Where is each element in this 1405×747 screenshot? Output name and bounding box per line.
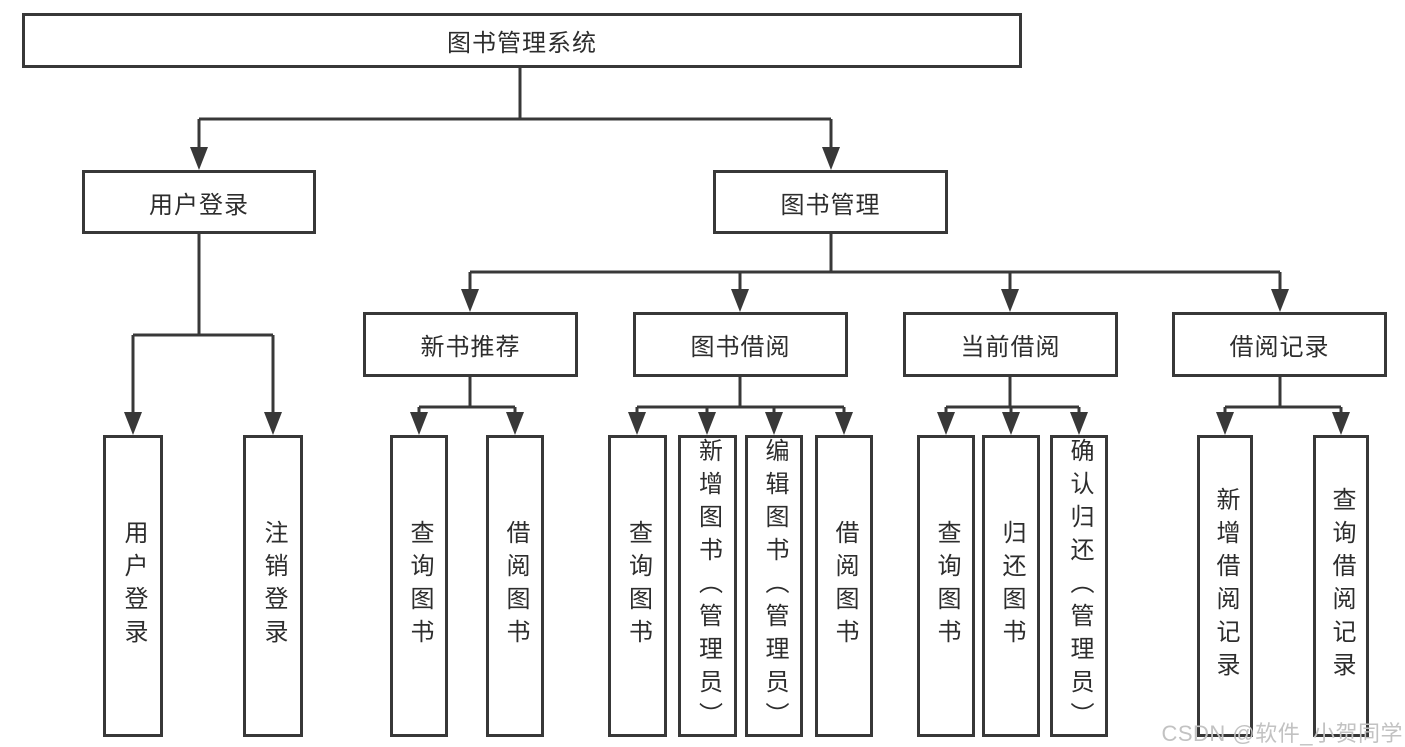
node-new-book-recommend: 新书推荐	[363, 312, 578, 377]
node-label: 借阅图书	[831, 520, 858, 652]
node-bb-borrow-books: 借阅图书	[815, 435, 873, 737]
node-label: 新增图书（管理员）	[694, 437, 722, 735]
node-current-borrow: 当前借阅	[903, 312, 1118, 377]
node-label: 查询借阅记录	[1328, 487, 1355, 685]
node-label: 借阅图书	[502, 520, 529, 652]
node-label: 确认归还（管理员）	[1066, 437, 1093, 735]
node-book-borrow: 图书借阅	[633, 312, 848, 377]
node-logout: 注销登录	[243, 435, 303, 737]
node-br-query-borrow-record: 查询借阅记录	[1313, 435, 1369, 737]
node-nb-query-books: 查询图书	[390, 435, 448, 737]
node-label: 编辑图书（管理员）	[761, 437, 788, 735]
node-label: 图书管理系统	[447, 30, 597, 57]
node-cb-confirm-return-admin: 确认归还（管理员）	[1050, 435, 1108, 737]
node-label: 新书推荐	[420, 334, 521, 361]
node-borrow-record: 借阅记录	[1172, 312, 1387, 377]
node-label: 用户登录	[149, 191, 249, 219]
csdn-watermark: CSDN @软件_小贺同学	[1161, 721, 1403, 746]
node-cb-return-books: 归还图书	[982, 435, 1040, 737]
node-bb-edit-books-admin: 编辑图书（管理员）	[745, 435, 803, 737]
node-book-management: 图书管理	[713, 170, 948, 234]
node-nb-borrow-books: 借阅图书	[486, 435, 544, 737]
node-label: 用户登录	[120, 520, 147, 652]
node-library-system: 图书管理系统	[22, 13, 1022, 68]
node-bb-query-books: 查询图书	[608, 435, 667, 737]
node-label: 注销登录	[260, 520, 287, 652]
node-label: 图书借阅	[690, 334, 791, 361]
node-label: 查询图书	[406, 520, 433, 652]
node-br-add-borrow-record: 新增借阅记录	[1197, 435, 1253, 737]
node-label: 查询图书	[933, 520, 960, 652]
node-label: 归还图书	[998, 520, 1025, 652]
node-bb-add-books-admin: 新增图书（管理员）	[678, 435, 737, 737]
node-label: 借阅记录	[1229, 334, 1330, 361]
node-user-login: 用户登录	[82, 170, 316, 234]
node-label: 新增借阅记录	[1212, 487, 1239, 685]
node-cb-query-books: 查询图书	[917, 435, 975, 737]
node-user-login-action: 用户登录	[103, 435, 163, 737]
node-label: 查询图书	[624, 520, 652, 652]
node-label: 当前借阅	[960, 334, 1061, 361]
node-label: 图书管理	[780, 191, 881, 219]
